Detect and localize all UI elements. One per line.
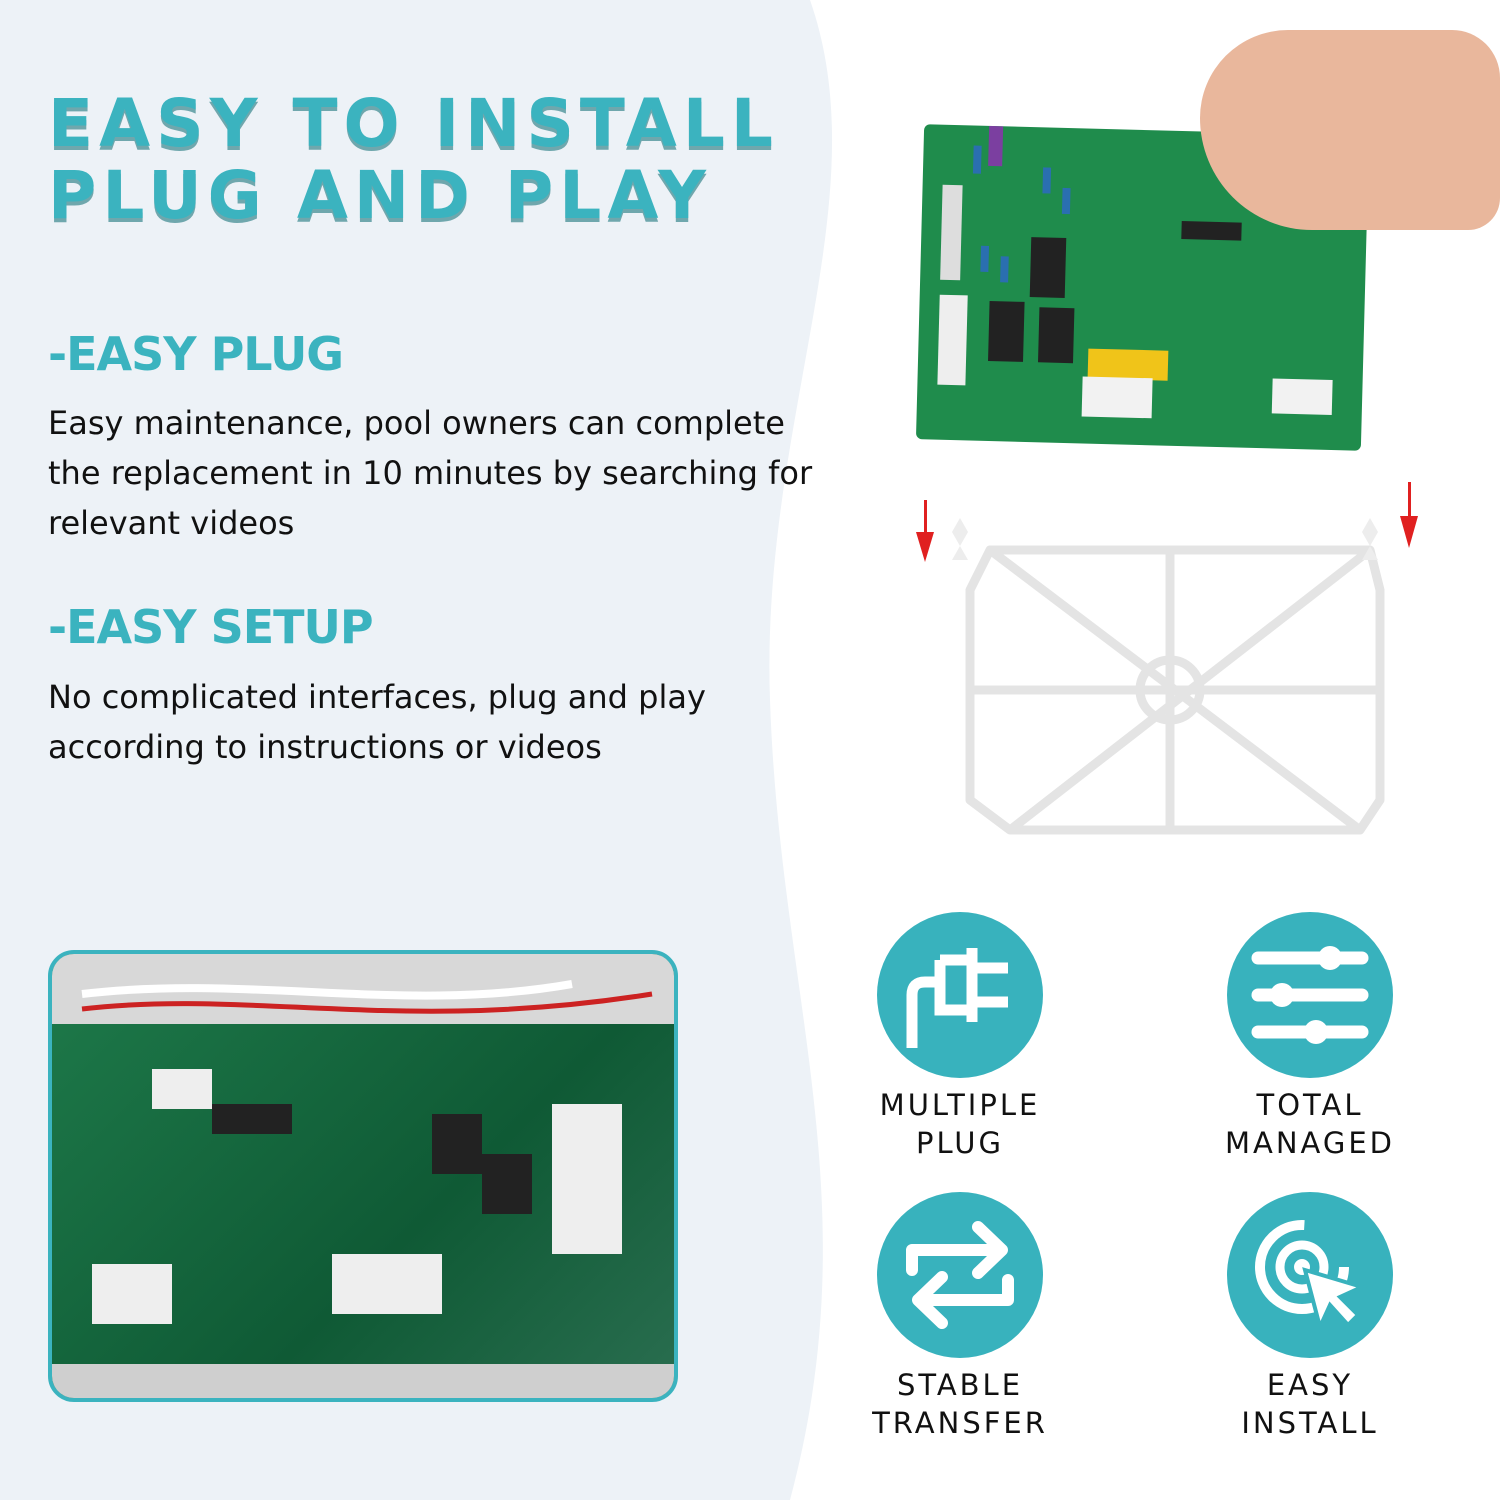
feature-total-managed: TOTAL MANAGED (1180, 912, 1440, 1162)
mounting-bracket-image (916, 482, 1418, 835)
title-line-2: PLUG AND PLAY (48, 157, 712, 234)
section-heading-easy-plug: -EASY PLUG (48, 327, 344, 381)
feature-label: STABLE (896, 1368, 1024, 1402)
feature-label: MULTIPLE (879, 1088, 1041, 1122)
target-click-icon (1255, 1220, 1368, 1333)
installed-board-photo (48, 950, 678, 1402)
hand-image (1200, 30, 1500, 230)
feature-multiple-plug: MULTIPLE PLUG (830, 912, 1090, 1162)
down-arrow-icon (916, 482, 1418, 562)
feature-label: PLUG (916, 1126, 1004, 1160)
feature-label: TRANSFER (872, 1406, 1048, 1440)
feature-easy-install: EASY INSTALL (1180, 1192, 1440, 1442)
feature-label: EASY (1266, 1368, 1354, 1402)
feature-label: MANAGED (1224, 1126, 1395, 1160)
circuit-board-image (915, 124, 1370, 451)
section-text-easy-setup: No complicated interfaces, plug and play… (48, 678, 706, 766)
transfer-arrows-icon (906, 1221, 1014, 1329)
section-text-easy-plug: Easy maintenance, pool owners can comple… (48, 404, 813, 542)
feature-stable-transfer: STABLE TRANSFER (830, 1192, 1090, 1442)
sliders-icon (1251, 946, 1369, 1044)
feature-label: TOTAL (1256, 1088, 1364, 1122)
section-heading-easy-setup: -EASY SETUP (48, 600, 374, 654)
feature-label: INSTALL (1241, 1406, 1379, 1440)
title-line-1: EASY TO INSTALL (48, 85, 779, 162)
plug-icon (906, 948, 1008, 1048)
